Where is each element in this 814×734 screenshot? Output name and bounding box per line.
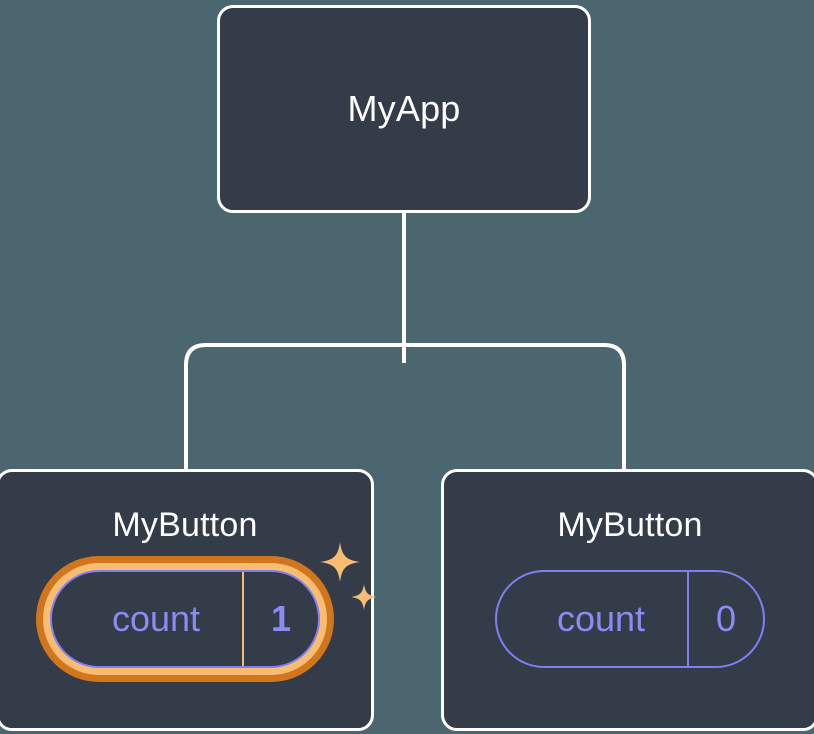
connector-branch-bus <box>184 343 626 478</box>
state-key: count <box>556 598 646 639</box>
state-pill-plain: count 0 <box>495 570 765 668</box>
state-value: 1 <box>242 572 318 666</box>
sparkle-icon <box>320 542 360 582</box>
state-pill[interactable]: count 0 <box>495 570 765 668</box>
sparkle-icon <box>351 584 377 610</box>
node-mybutton-right[interactable]: MyButton count 0 <box>441 469 814 731</box>
node-title: MyButton <box>557 506 703 544</box>
state-pill[interactable]: count 1 <box>50 570 320 668</box>
state-key: count <box>111 598 201 639</box>
node-title: MyButton <box>112 506 258 544</box>
node-title: MyApp <box>347 88 461 129</box>
sparkle-group <box>320 542 377 610</box>
state-pill-highlighted: count 1 <box>50 542 377 668</box>
state-value: 0 <box>687 572 763 666</box>
node-mybutton-left[interactable]: MyButton count 1 <box>0 469 377 731</box>
node-myapp[interactable]: MyApp <box>217 5 591 213</box>
